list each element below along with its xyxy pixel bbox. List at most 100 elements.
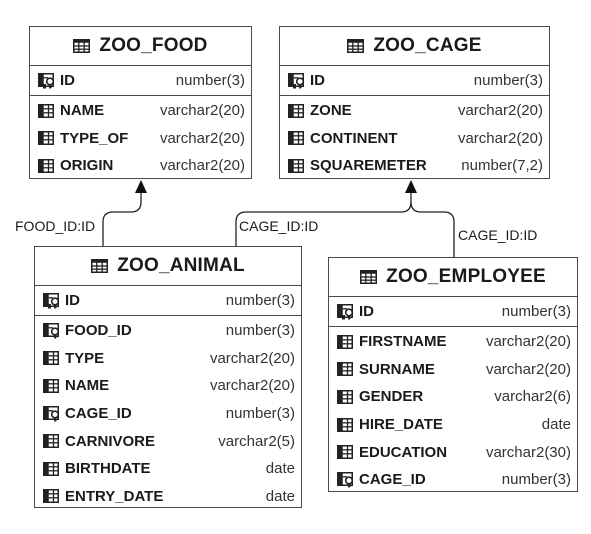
column-type: varchar2(20): [485, 333, 571, 351]
column-name: FIRSTNAME: [359, 333, 447, 351]
column-icon: [43, 489, 61, 504]
column-type: varchar2(20): [209, 349, 295, 367]
table-title: ZOO_FOOD: [99, 35, 208, 56]
relation-line-cage-animal: [235, 192, 412, 246]
column-icon: [38, 103, 56, 118]
table-icon: [360, 270, 378, 284]
column-icon: [337, 417, 355, 432]
column-row[interactable]: ENTRY_DATE date: [35, 483, 301, 511]
column-icon: [38, 158, 56, 173]
relation-arrow-cage: [405, 180, 417, 193]
column-name: HIRE_DATE: [359, 416, 443, 434]
column-type: number(3): [501, 303, 571, 320]
column-row[interactable]: SQUAREMETER number(7,2): [280, 152, 549, 180]
column-type: date: [265, 460, 295, 478]
table-title: ZOO_CAGE: [373, 35, 482, 56]
column-row[interactable]: ORIGIN varchar2(20): [30, 152, 251, 180]
column-row[interactable]: TYPE varchar2(20): [35, 345, 301, 373]
table-title: ZOO_EMPLOYEE: [386, 266, 546, 287]
column-type: varchar2(20): [159, 129, 245, 147]
column-row[interactable]: CONTINENT varchar2(20): [280, 125, 549, 153]
column-type: date: [265, 487, 295, 505]
table-title: ZOO_ANIMAL: [117, 255, 245, 276]
column-name: NAME: [65, 377, 110, 395]
primary-key-icon: [38, 72, 56, 89]
column-name: EDUCATION: [359, 443, 448, 461]
table-icon: [347, 39, 365, 53]
column-type: varchar2(20): [457, 129, 543, 147]
column-name: ENTRY_DATE: [65, 487, 164, 505]
foreign-key-icon: [43, 405, 61, 422]
column-icon: [43, 461, 61, 476]
column-icon: [38, 131, 56, 146]
column-type: number(3): [225, 292, 295, 309]
column-row[interactable]: EDUCATION varchar2(30): [329, 438, 577, 466]
table-icon: [91, 259, 109, 273]
column-type: number(3): [501, 471, 571, 489]
column-name: SQUAREMETER: [310, 157, 427, 175]
column-name: GENDER: [359, 388, 424, 406]
column-name: SURNAME: [359, 360, 435, 378]
column-row[interactable]: NAME varchar2(20): [30, 97, 251, 125]
column-row[interactable]: TYPE_OF varchar2(20): [30, 125, 251, 153]
column-type: number(3): [175, 72, 245, 89]
primary-key-icon: [43, 292, 61, 309]
relation-label-cage-employee: CAGE_ID:ID: [458, 227, 538, 243]
table-header: ZOO_ANIMAL: [35, 247, 301, 286]
column-name: CAGE_ID: [65, 405, 132, 423]
relation-label-cage-animal: CAGE_ID:ID: [239, 218, 319, 234]
column-row[interactable]: FIRSTNAME varchar2(20): [329, 328, 577, 356]
column-type: number(3): [473, 72, 543, 89]
column-type: varchar2(30): [485, 443, 571, 461]
column-type: varchar2(20): [485, 360, 571, 378]
foreign-key-icon: [43, 322, 61, 339]
column-type: varchar2(5): [218, 432, 295, 450]
relation-line-cage-employee: [410, 201, 455, 257]
table-header: ZOO_EMPLOYEE: [329, 258, 577, 297]
primary-key-icon: [288, 72, 306, 89]
column-name: NAME: [60, 102, 105, 120]
relation-label-food: FOOD_ID:ID: [15, 218, 96, 234]
column-type: date: [541, 416, 571, 434]
column-icon: [43, 351, 61, 366]
column-type: varchar2(20): [457, 102, 543, 120]
column-row[interactable]: HIRE_DATE date: [329, 411, 577, 439]
column-row[interactable]: CARNIVORE varchar2(5): [35, 427, 301, 455]
table-icon: [73, 39, 91, 53]
column-icon: [337, 445, 355, 460]
column-name: CARNIVORE: [65, 432, 156, 450]
relation-arrow-food: [135, 180, 147, 193]
column-name: TYPE_OF: [60, 129, 129, 147]
column-row[interactable]: SURNAME varchar2(20): [329, 356, 577, 384]
primary-key-icon: [337, 303, 355, 320]
column-list: FIRSTNAME varchar2(20) SURNAME varchar2(20)…: [329, 327, 577, 494]
column-name: TYPE: [65, 349, 105, 367]
column-type: number(7,2): [461, 157, 543, 175]
column-icon: [337, 389, 355, 404]
relation-line-food: [102, 192, 142, 246]
column-icon: [43, 378, 61, 393]
column-name: ORIGIN: [60, 157, 114, 175]
column-type: varchar2(20): [159, 157, 245, 175]
column-type: varchar2(20): [159, 102, 245, 120]
column-name: CONTINENT: [310, 129, 398, 147]
